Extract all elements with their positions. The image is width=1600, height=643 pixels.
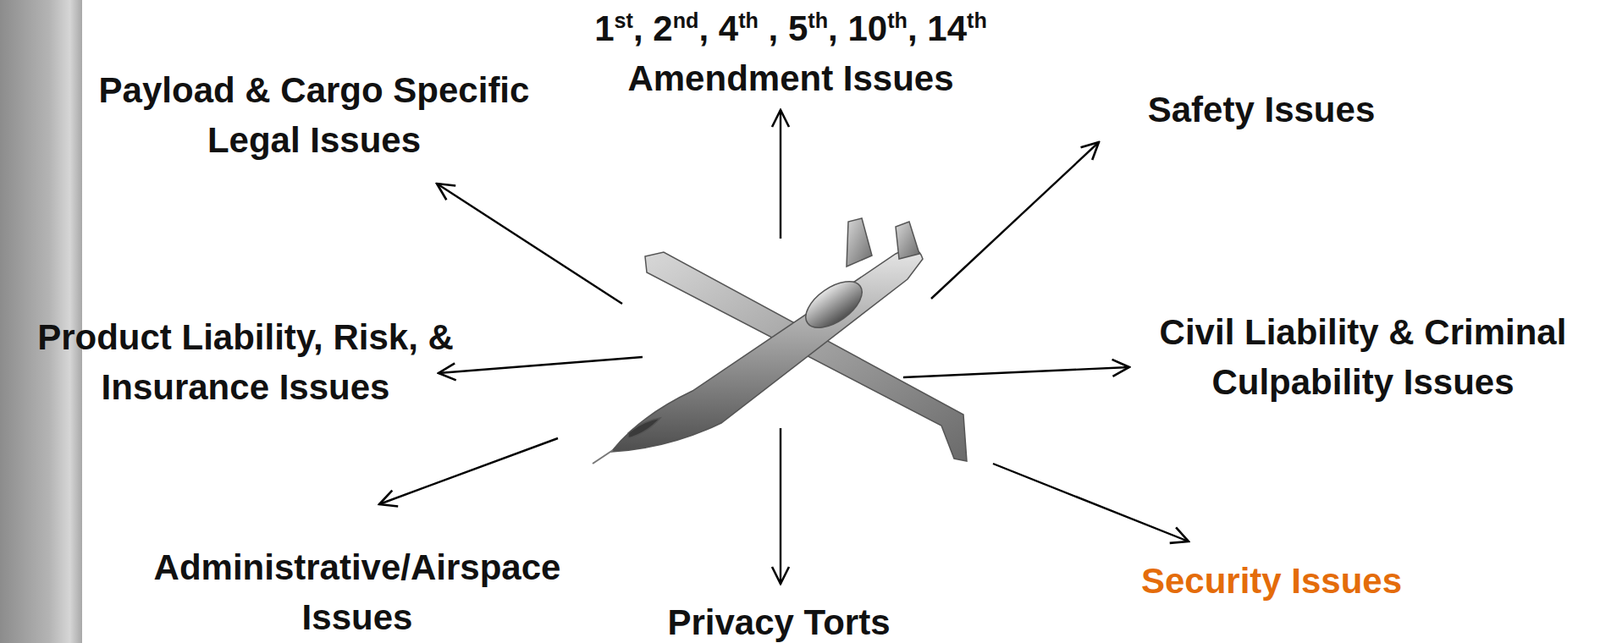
ordinal-suffix: th bbox=[738, 8, 759, 33]
ordinal-suffix: th bbox=[807, 8, 828, 33]
drone-plane bbox=[592, 218, 967, 464]
ordinal-suffix: nd bbox=[673, 8, 700, 33]
leader-arrows bbox=[379, 110, 1189, 585]
issue-label: Safety Issues bbox=[1049, 84, 1474, 135]
ordinal-suffix: th bbox=[966, 8, 988, 33]
issue-label: Product Liability, Risk, & Insurance Iss… bbox=[0, 312, 508, 413]
ordinal-suffix: st bbox=[614, 8, 634, 33]
issue-label: Administrative/Airspace Issues bbox=[103, 542, 612, 643]
issue-label: Privacy Torts bbox=[601, 597, 957, 643]
issue-label: Security Issues bbox=[1093, 556, 1450, 607]
issue-label: Payload & Cargo Specific Legal Issues bbox=[96, 65, 533, 166]
issue-label: 1st, 2nd, 4th , 5th, 10th, 14th Amendmen… bbox=[519, 3, 1062, 104]
ordinal-suffix: th bbox=[887, 8, 908, 33]
issue-label: Civil Liability & Criminal Culpability I… bbox=[1108, 307, 1600, 408]
